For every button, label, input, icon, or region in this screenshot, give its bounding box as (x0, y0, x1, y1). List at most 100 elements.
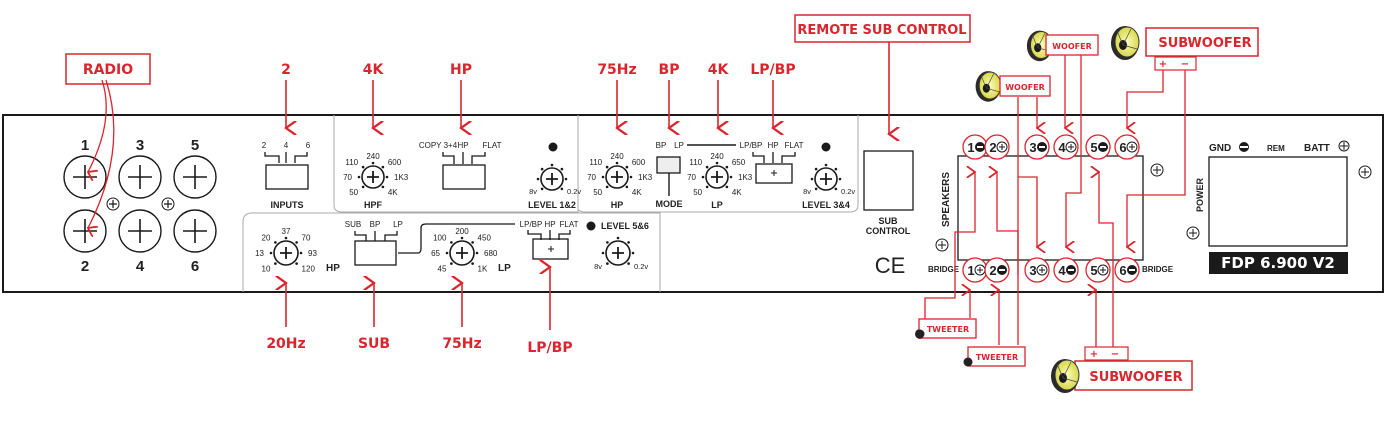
tick-dot (371, 161, 375, 165)
tick-label: 1K (478, 265, 488, 274)
speaker-terminal[interactable]: 5 (1085, 134, 1111, 160)
tick-dot (450, 262, 453, 265)
speaker-terminal[interactable]: 6 (1114, 134, 1140, 160)
ch34-mode-switch[interactable]: BP LP MODE (656, 141, 737, 209)
screw-icon (106, 197, 120, 211)
ch12-mode-switch[interactable]: COPY 3+4 HP FLAT (419, 141, 502, 190)
tick-dot (601, 175, 605, 179)
tick-label: 120 (302, 265, 316, 274)
speaker-terminal[interactable]: 3 (1024, 134, 1050, 160)
screw-icon (1358, 165, 1372, 179)
tick-dot (627, 262, 630, 265)
tick-label: 100 (433, 233, 447, 242)
tick-dot (625, 185, 629, 189)
speaker-terminal[interactable]: 4 (1053, 134, 1079, 160)
rca-jack[interactable] (63, 209, 107, 253)
inputs-switch[interactable]: 2 4 6 INPUTS (262, 141, 311, 210)
speaker-terminal[interactable]: 3 (1024, 257, 1050, 283)
speaker-terminal[interactable]: 6 (1114, 257, 1140, 283)
terminal-number: 4 (1058, 263, 1066, 278)
ch56-mode-switch[interactable]: SUB BP LP (345, 220, 515, 266)
level34-knob[interactable]: LEVEL 3&4 (802, 163, 850, 210)
tick-dot (381, 185, 385, 189)
tick-dot (601, 251, 605, 255)
tick-dot (701, 175, 705, 179)
level56-knob[interactable] (601, 236, 635, 266)
tick-label: 10 (262, 265, 271, 274)
speaker-terminal[interactable]: 5 (1085, 257, 1111, 283)
arrow (88, 79, 115, 228)
tick-dot (284, 236, 288, 240)
tick-dot (606, 262, 609, 265)
subwoofer-label: SUBWOOFER (1158, 36, 1251, 51)
tick-dot (834, 167, 838, 171)
plus-icon (1097, 264, 1109, 276)
tick-dot (814, 167, 818, 171)
tweeter-label: TWEETER (976, 353, 1018, 362)
speaker-terminal[interactable]: 2 (984, 134, 1010, 160)
radio-callout: RADIO (83, 62, 133, 78)
speaker-terminal[interactable]: 1 (962, 134, 988, 160)
speaker-terminal[interactable]: 4 (1053, 257, 1079, 283)
tick-label: 93 (308, 249, 317, 258)
option-label: SUB (345, 220, 361, 229)
tick-dot (605, 185, 609, 189)
tick-label: 110 (689, 158, 702, 167)
power-terminal[interactable] (1208, 156, 1348, 247)
option-label: FLAT (560, 220, 579, 229)
speaker-terminal[interactable]: 2 (984, 257, 1010, 283)
plus-icon (996, 141, 1008, 153)
plus-icon (1338, 140, 1350, 152)
tick-label: 50 (593, 188, 602, 197)
tick-dot (540, 167, 544, 171)
ch56-filter-switch[interactable]: LP/BP HP FLAT (520, 220, 579, 260)
rca-jack[interactable] (63, 155, 107, 199)
plus-icon (1065, 141, 1077, 153)
rca-jack[interactable] (118, 209, 162, 253)
ch56-hp-label: HP (326, 263, 340, 274)
rca-jack[interactable] (173, 209, 217, 253)
rca-jack[interactable] (173, 155, 217, 199)
option-label: 6 (306, 141, 311, 150)
tick-dot (445, 251, 449, 255)
tick-dot (560, 187, 564, 191)
woofer-label: WOOFER (1052, 42, 1092, 51)
led-indicator (821, 142, 831, 152)
tick-label: 240 (610, 152, 624, 161)
option-label: FLAT (483, 141, 502, 150)
tick-label: 600 (388, 158, 402, 167)
mode-label: MODE (656, 199, 683, 209)
tick-dot (606, 241, 609, 244)
tick-dot (381, 165, 385, 169)
ch56-lp-label: LP (498, 263, 511, 274)
tick-dot (810, 177, 814, 181)
tick-dot (361, 165, 365, 169)
option-label: 4 (284, 141, 289, 150)
terminal-number: 3 (1029, 263, 1036, 278)
ch34-hp-knob-label: HP (611, 200, 624, 210)
tick-dot (814, 187, 818, 191)
tick-dot (629, 175, 633, 179)
rca-jack[interactable] (118, 155, 162, 199)
rca-number: 5 (191, 137, 199, 154)
tick-dot (361, 185, 365, 189)
callout-label: 20Hz (266, 336, 305, 352)
terminal-number: 4 (1058, 140, 1066, 155)
tick-dot (269, 251, 273, 255)
tick-label: 650 (732, 158, 746, 167)
woofer-label: WOOFER (1005, 83, 1045, 92)
minus-icon (1239, 142, 1249, 152)
ch34-filter-switch[interactable]: LP/BP HP FLAT (740, 141, 804, 184)
option-label: LP/BP (740, 141, 763, 150)
sub-control-port[interactable] (863, 150, 914, 211)
level12-knob[interactable]: LEVEL 1&2 (528, 163, 576, 210)
speaker-terminal[interactable]: 1 (962, 257, 988, 283)
tick-label: 50 (349, 188, 358, 197)
